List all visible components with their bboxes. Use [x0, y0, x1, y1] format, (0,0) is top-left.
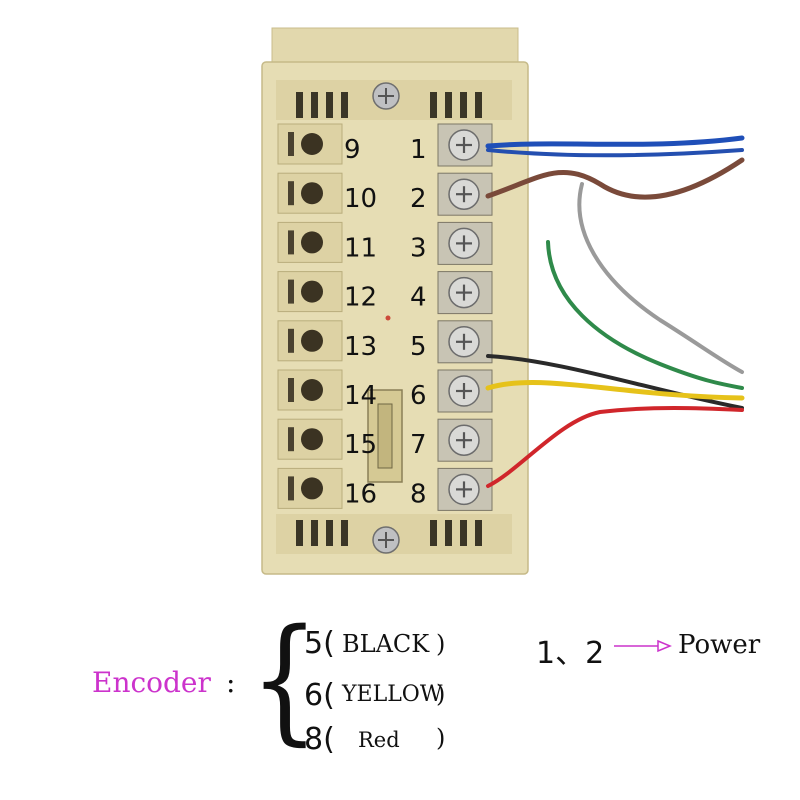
- pin-5-close: ): [436, 630, 446, 658]
- terminal-label-12: 12: [344, 283, 377, 313]
- pin-6-number: 6(: [304, 678, 335, 713]
- terminal-label-5: 5: [410, 332, 427, 362]
- terminal-14: 14: [277, 369, 377, 411]
- pin-5-color: BLACK: [342, 630, 430, 658]
- bottom-screw-icon: [372, 526, 400, 554]
- terminal-16: 16: [277, 467, 377, 509]
- terminal-label-16: 16: [344, 479, 377, 509]
- terminal-6: 6: [410, 369, 493, 413]
- terminal-7: 7: [410, 418, 493, 462]
- wire-gray: [577, 182, 744, 374]
- terminal-label-1: 1: [410, 135, 427, 165]
- terminal-label-15: 15: [344, 430, 377, 460]
- terminal-label-14: 14: [344, 381, 377, 411]
- wire-blue-2: [486, 148, 744, 158]
- terminal-label-9: 9: [344, 135, 361, 165]
- terminal-9: 9: [277, 123, 361, 165]
- terminal-4: 4: [410, 271, 493, 315]
- terminal-10: 10: [277, 172, 377, 214]
- terminal-label-2: 2: [410, 184, 427, 214]
- pin-8-color: Red: [358, 728, 400, 752]
- terminal-label-4: 4: [410, 283, 427, 313]
- wire-black: [486, 354, 744, 410]
- terminal-3: 3: [410, 221, 493, 265]
- terminal-15: 15: [277, 418, 377, 460]
- wires: [485, 135, 745, 488]
- pin-8-number: 8(: [304, 722, 335, 757]
- terminal-13: 13: [277, 320, 377, 362]
- pin-6-close: ): [436, 680, 446, 708]
- terminal-label-7: 7: [410, 430, 427, 460]
- terminal-11: 11: [277, 221, 377, 263]
- terminal-2: 2: [410, 172, 493, 216]
- terminal-label-13: 13: [344, 332, 377, 362]
- wire-blue: [485, 135, 745, 149]
- terminal-label-6: 6: [410, 381, 427, 411]
- wire-yellow: [485, 380, 745, 401]
- curly-brace-icon: {: [250, 601, 320, 759]
- pin-6-color: YELLOW: [342, 682, 443, 707]
- wire-brown: [485, 157, 745, 200]
- pin-5-number: 5(: [304, 626, 335, 661]
- terminal-8: 8: [410, 467, 493, 511]
- terminal-label-3: 3: [410, 233, 427, 263]
- power-label: Power: [678, 630, 761, 660]
- encoder-colon: :: [226, 666, 236, 699]
- encoder-label: Encoder: [92, 666, 211, 699]
- terminal-5: 5: [410, 320, 493, 364]
- terminal-label-10: 10: [344, 184, 377, 214]
- terminal-1: 1: [410, 123, 493, 167]
- terminal-label-11: 11: [344, 233, 377, 263]
- top-screw-icon: [372, 82, 400, 110]
- pin-8-close: ): [436, 724, 446, 752]
- wire-red: [486, 406, 744, 488]
- arrow-right-icon: [614, 639, 672, 653]
- wire-green: [546, 240, 744, 390]
- power-terminals: 1、2: [536, 636, 605, 671]
- terminal-label-8: 8: [410, 479, 427, 509]
- terminal-12: 12: [277, 271, 377, 313]
